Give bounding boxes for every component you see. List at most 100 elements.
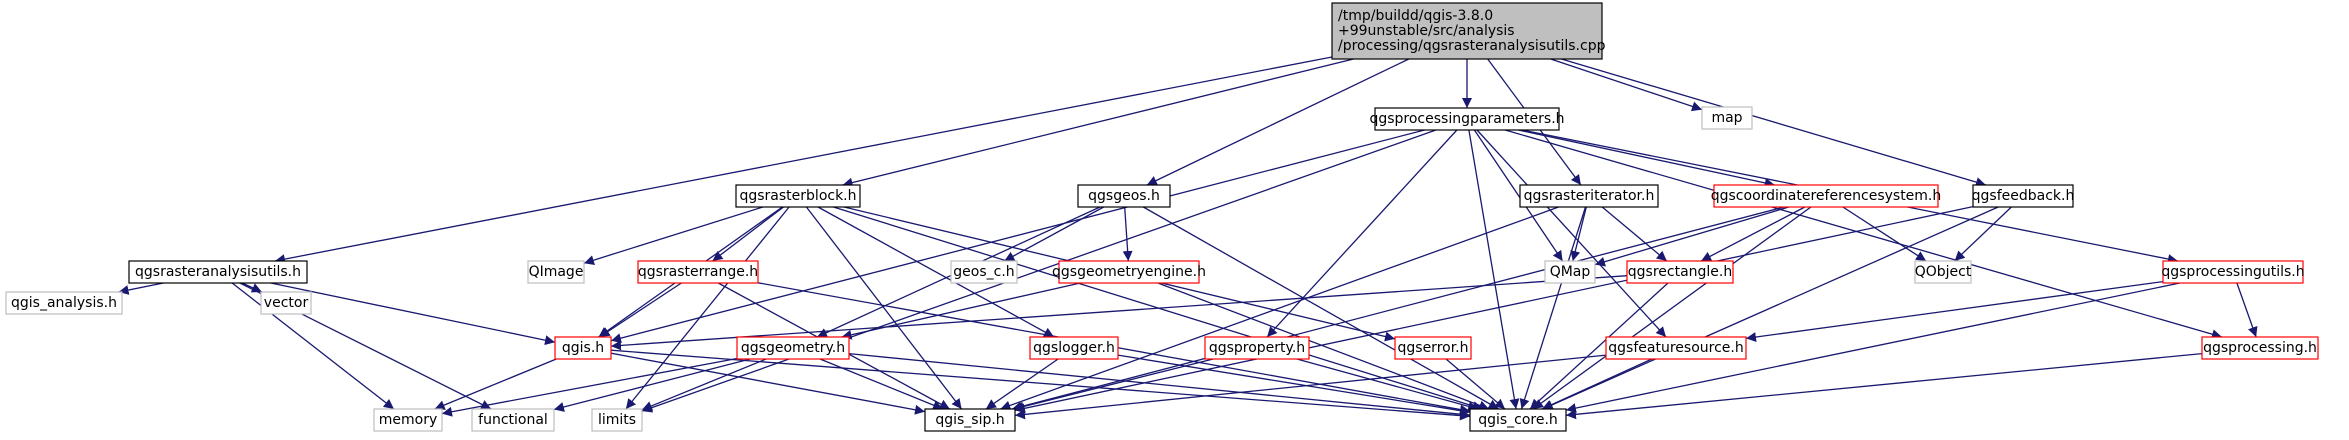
node-label: qgsprocessingutils.h [2161, 264, 2304, 280]
node-box [1914, 260, 1972, 284]
edge-qgsprocessingutils_h-to-qgsprocessing_h [2236, 282, 2258, 338]
node-label: qgsfeedback.h [1972, 188, 2075, 204]
edge-qgsprocessingparameters_h-to-qgis_core_h [1468, 129, 1520, 410]
edge-qgsgeometry_h-to-functional [553, 358, 751, 412]
node-qgsprocessingutils-h[interactable]: qgsprocessingutils.h [2161, 260, 2305, 284]
edge-qgsrectangle_h-to-qgis_h [610, 275, 1628, 351]
node-label: map [1711, 110, 1742, 126]
node-box [735, 184, 861, 208]
node-qgsfeedback-h[interactable]: qgsfeedback.h [1972, 184, 2075, 208]
node-label: qgsfeaturesource.h [1608, 340, 1743, 356]
node-qgis-core-h[interactable]: qgis_core.h [1469, 408, 1567, 432]
node-limits: limits [591, 408, 643, 432]
edge-root-to-qgsrasterblock_h [842, 58, 1354, 188]
node-box [1331, 2, 1603, 60]
edge-qgsgeometry_h-to-qgis_core_h [848, 352, 1471, 420]
edge-qgsrasteriterator_h-to-qgsrectangle_h [1601, 206, 1668, 262]
edge-qgsgeometry_h-to-memory [441, 357, 738, 417]
edge-qgsprocessingparameters_h-to-qgsprocessing_h [1504, 129, 2223, 340]
node-label: /processing/qgsrasteranalysisutils.cpp [1338, 38, 1606, 54]
node-qgsrasteriterator-h[interactable]: qgsrasteriterator.h [1519, 184, 1659, 208]
edge-qgsgeos_h-to-qgsgeometryengine_h [1122, 206, 1133, 262]
node-qgsrectangle-h[interactable]: qgsrectangle.h [1626, 260, 1734, 284]
node-box [1204, 336, 1310, 360]
node-box [1626, 260, 1734, 284]
node-box [924, 408, 1016, 432]
node-box [1077, 184, 1171, 208]
edge-qgsrasteranalysisutils_h-to-memory [231, 282, 395, 410]
node-label: qgsrasteriterator.h [1524, 188, 1655, 204]
edge-qgsprocessingparameters_h-to-qgsproperty_h [1266, 129, 1458, 338]
edge-qgscoordinatereferencesystem_h-to-qgis_core_h [1532, 206, 1812, 410]
node-label: geos_c.h [953, 264, 1014, 280]
edge-qgsgeos_h-to-qgis_core_h [1142, 206, 1500, 410]
node-memory: memory [373, 408, 443, 432]
edge-qgis_h-to-qgis_core_h [610, 349, 1471, 421]
node-qgslogger-h[interactable]: qgslogger.h [1029, 336, 1119, 360]
edge-qgsprocessingparameters_h-to-qgsfeaturesource_h [1476, 129, 1667, 338]
node-box [1544, 260, 1596, 284]
node-label: qgserror.h [1398, 340, 1469, 356]
node-label: QObject [1915, 264, 1972, 280]
node-box [1058, 260, 1200, 284]
node-label: memory [379, 412, 438, 428]
node-qgsrasteranalysisutils-h[interactable]: qgsrasteranalysisutils.h [128, 260, 308, 284]
node-label: qgsprocessing.h [2203, 340, 2317, 356]
edge-qgsfeedback_h-to-qobject [1954, 206, 2012, 262]
edge-qgis_h-to-qgis_sip_h [610, 352, 926, 415]
edge-root-to-map [1550, 58, 1703, 112]
node-box [637, 260, 759, 284]
node-label: qgsrectangle.h [1628, 264, 1732, 280]
edge-qgsfeaturesource_h-to-qgis_sip_h [1014, 354, 1607, 420]
node-box [554, 336, 612, 360]
node-root[interactable]: /tmp/buildd/qgis-3.8.0+99unstable/src/an… [1331, 2, 1606, 60]
node-label: +99unstable/src/analysis [1338, 23, 1515, 39]
edge-qgscoordinatereferencesystem_h-to-qgsrectangle_h [1700, 206, 1806, 262]
node-label: qgsgeos.h [1088, 188, 1160, 204]
node-label: qgis_core.h [1478, 412, 1558, 428]
node-box [1394, 336, 1472, 360]
edge-qgsrectangle_h-to-qgis_core_h [1529, 282, 1669, 410]
edge-qgsfeaturesource_h-to-qgis_core_h [1541, 358, 1653, 410]
node-label: qgis_sip.h [935, 412, 1004, 428]
node-map: map [1701, 106, 1753, 130]
edge-qgsrasteriterator_h-to-qgis_sip_h [1000, 206, 1559, 411]
node-label: qgsgeometry.h [741, 340, 845, 356]
node-qgis-analysis-h: qgis_analysis.h [5, 291, 123, 315]
node-label: qgsgeometryengine.h [1052, 264, 1206, 280]
node-box [471, 408, 555, 432]
node-qgsgeometry-h[interactable]: qgsgeometry.h [736, 336, 850, 360]
node-box [1029, 336, 1119, 360]
edge-qgsproperty_h-to-qgis_sip_h [1013, 358, 1214, 412]
edge-qgserror_h-to-qgis_core_h [1445, 358, 1506, 410]
node-label: qgsproperty.h [1209, 340, 1305, 356]
node-qgsgeometryengine-h[interactable]: qgsgeometryengine.h [1052, 260, 1206, 284]
edge-qgsproperty_h-to-qgis_core_h [1296, 358, 1479, 412]
node-box [2162, 260, 2304, 284]
edge-qgsprocessingparameters_h-to-qmap [1473, 129, 1564, 262]
node-qgsrasterrange-h[interactable]: qgsrasterrange.h [637, 260, 759, 284]
node-qgserror-h[interactable]: qgserror.h [1394, 336, 1472, 360]
node-qgsfeaturesource-h[interactable]: qgsfeaturesource.h [1605, 336, 1747, 360]
dependency-nodes: /tmp/buildd/qgis-3.8.0+99unstable/src/an… [5, 2, 2319, 432]
node-box [591, 408, 643, 432]
node-qgsrasterblock-h[interactable]: qgsrasterblock.h [735, 184, 861, 208]
node-qgsgeos-h[interactable]: qgsgeos.h [1077, 184, 1171, 208]
node-qgscoordinatereferencesystem-h[interactable]: qgscoordinatereferencesystem.h [1711, 184, 1942, 208]
node-qgsproperty-h[interactable]: qgsproperty.h [1204, 336, 1310, 360]
node-qgsprocessingparameters-h[interactable]: qgsprocessingparameters.h [1369, 107, 1565, 131]
edge-qgsrasterblock_h-to-qgslogger_h [817, 206, 1055, 338]
node-qimage: QImage [527, 260, 585, 284]
node-vector: vector [260, 291, 312, 315]
node-label: qgsrasterrange.h [638, 264, 758, 280]
node-label: qgslogger.h [1033, 340, 1115, 356]
edge-qgsprocessingparameters_h-to-qgscoordinatereferencesystem_h [1518, 129, 1775, 188]
node-qgsprocessing-h[interactable]: qgsprocessing.h [2201, 336, 2319, 360]
node-qgis-h[interactable]: qgis.h [554, 336, 612, 360]
node-box [1701, 106, 1753, 130]
dependency-edges [118, 56, 2258, 421]
node-box [128, 260, 308, 284]
node-label: QMap [1550, 264, 1591, 280]
node-qgis-sip-h[interactable]: qgis_sip.h [924, 408, 1016, 432]
node-box [1469, 408, 1567, 432]
